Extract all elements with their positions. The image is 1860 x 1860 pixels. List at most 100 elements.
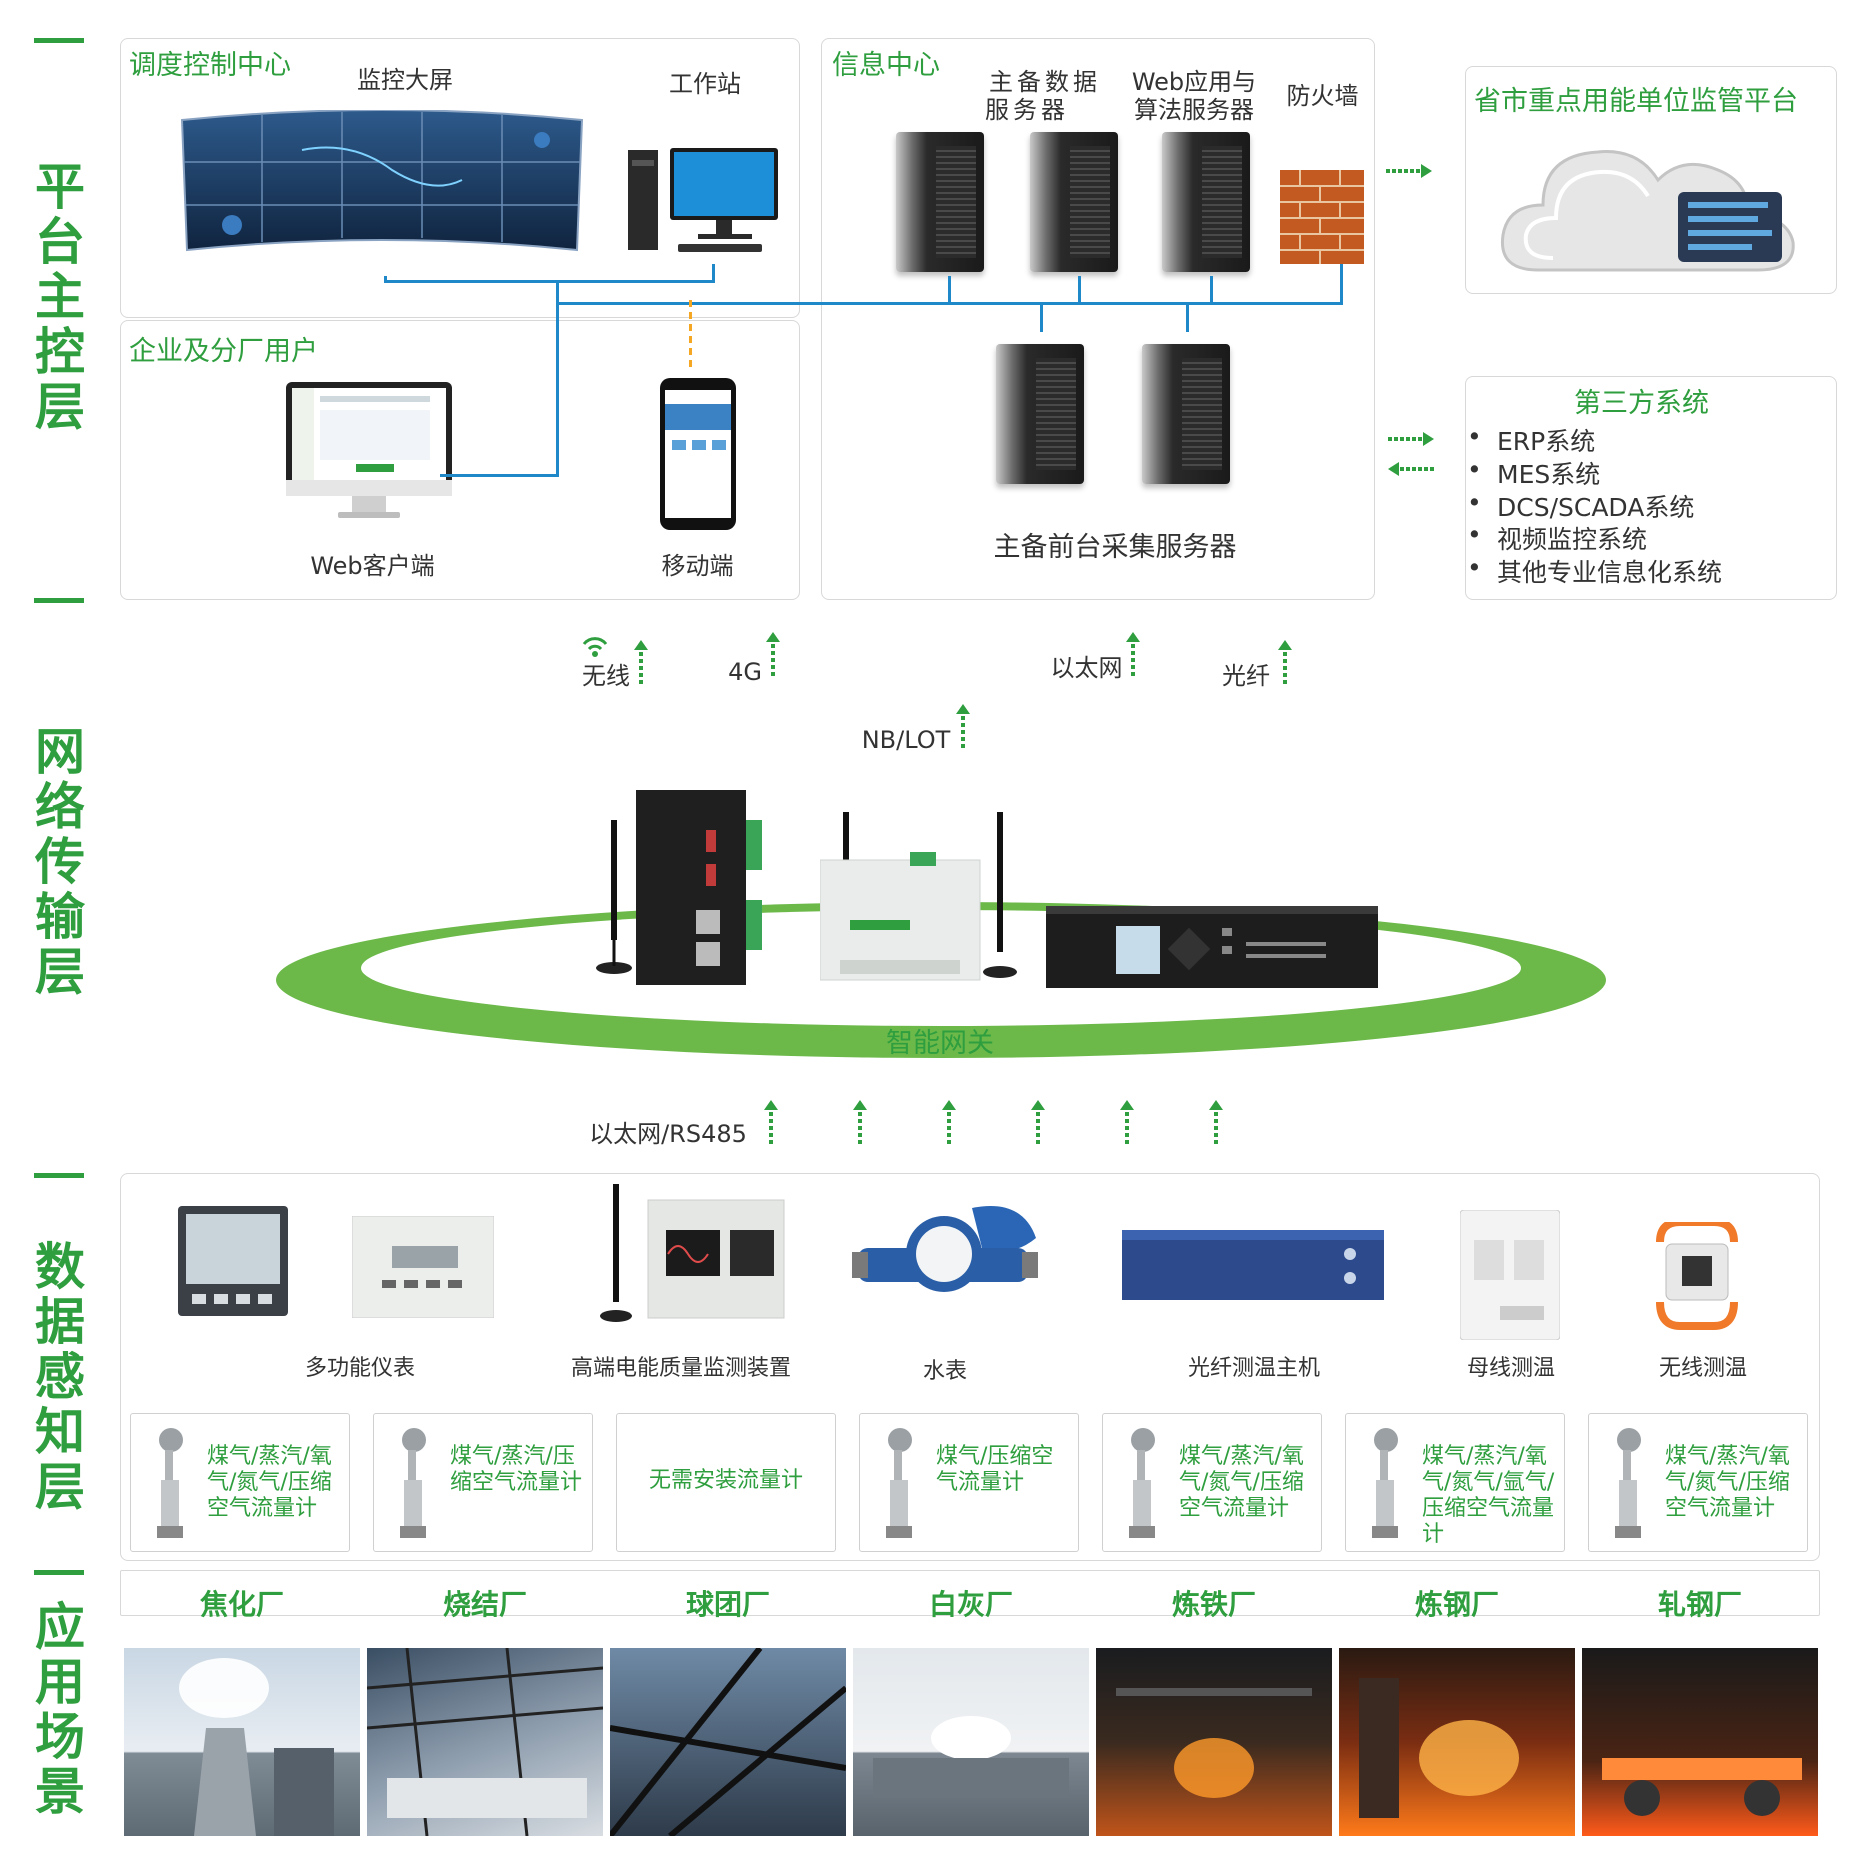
flowmeter-icon — [1615, 1428, 1641, 1538]
device-label: 水表 — [922, 1359, 967, 1384]
pellet-plant-image — [610, 1648, 846, 1836]
network-line — [1210, 276, 1213, 305]
uplink-arrow — [634, 640, 648, 685]
firewall-label: 防火墙 — [1286, 82, 1359, 110]
db-server-icon — [1030, 132, 1118, 272]
db-server-icon — [896, 132, 984, 272]
flowmeter-label: 煤气/蒸汽/氧气/氮气/压缩空气流量计 — [1665, 1444, 1790, 1521]
nb-lot-label: NB/LOT — [861, 726, 951, 754]
flowmeter-icon — [400, 1428, 426, 1538]
arrow-to-provincial — [1386, 164, 1432, 178]
uplink-arrow — [853, 1100, 867, 1145]
info-center-title: 信息中心 — [832, 50, 940, 81]
third-party-item: 视频监控系统 — [1467, 520, 1647, 556]
flowmeter-label: 煤气/蒸汽/氧气/氮气/压缩空气流量计 — [207, 1444, 332, 1521]
flowmeter-label: 煤气/蒸汽/氧气/氮气/氩气/压缩空气流量计 — [1422, 1444, 1555, 1547]
uplink-arrow — [764, 1100, 778, 1145]
wifi-icon — [582, 637, 608, 657]
rack-gateway-icon — [1046, 906, 1378, 988]
plant-names-bar — [120, 1570, 1820, 1616]
steelmaking-plant-image — [1339, 1648, 1575, 1836]
flowmeter-label: 无需安装流量计 — [648, 1468, 803, 1493]
water-meter-icon — [852, 1206, 1038, 1292]
layer-title-perception: 数据感知层 — [35, 1238, 85, 1516]
third-party-item: ERP系统 — [1467, 422, 1595, 458]
din-gateway-icon — [820, 812, 1017, 981]
flowmeter-icon — [1129, 1428, 1155, 1538]
layer-title-platform: 平台主控层 — [35, 158, 85, 436]
network-line — [556, 280, 559, 476]
frontend-servers-label: 主备前台采集服务器 — [993, 532, 1237, 563]
wireless-label: 无线 — [582, 662, 630, 690]
cloud-icon — [1500, 150, 1795, 272]
device-label: 光纤测温主机 — [1187, 1356, 1320, 1381]
dispatch-center-title: 调度控制中心 — [129, 50, 291, 81]
frontend-server-icon — [996, 344, 1084, 484]
flowmeter-icon — [157, 1428, 183, 1538]
lime-plant-image — [853, 1648, 1089, 1836]
wireless-link-line — [689, 300, 692, 372]
network-line — [1078, 276, 1081, 305]
plant-name: 炼钢厂 — [1414, 1588, 1499, 1621]
flowmeter-card: 煤气/压缩空气流量计 — [859, 1413, 1079, 1552]
flowmeter-icon — [1372, 1428, 1398, 1538]
big-screen-label: 监控大屏 — [357, 66, 453, 94]
web-server-label-line1: Web应用与 — [1131, 68, 1257, 96]
flowmeter-label: 煤气/蒸汽/氧气/氮气/压缩空气流量计 — [1179, 1444, 1304, 1521]
plant-name: 球团厂 — [685, 1588, 770, 1621]
device-label: 高端电能质量监测装置 — [570, 1356, 791, 1381]
uplink-arrow — [766, 632, 780, 677]
flowmeter-label: 煤气/蒸汽/压缩空气流量计 — [450, 1444, 583, 1495]
device-label: 无线测温 — [1658, 1356, 1747, 1381]
workstation-icon — [628, 148, 778, 252]
industrial-gateway-icon — [596, 790, 762, 985]
uplink-arrow — [1209, 1100, 1223, 1145]
uplink-arrow — [1126, 632, 1140, 677]
fiber-label: 光纤 — [1222, 662, 1270, 690]
flowmeter-card: 煤气/蒸汽/压缩空气流量计 — [373, 1413, 593, 1552]
uplink-arrow — [1031, 1100, 1045, 1145]
web-client-label: Web客户端 — [310, 552, 435, 580]
uplink-arrow — [1278, 640, 1292, 685]
network-line — [1040, 302, 1043, 332]
arrow-to-third-party — [1388, 432, 1434, 446]
network-line — [948, 276, 951, 305]
third-party-title: 第三方系统 — [1574, 388, 1709, 419]
network-line — [1340, 264, 1343, 305]
layer-divider — [34, 1570, 84, 1575]
workstation-label: 工作站 — [669, 70, 741, 98]
layer-divider — [34, 1173, 84, 1178]
web-server-label-line2: 算法服务器 — [1134, 96, 1254, 124]
uplink-arrow — [956, 704, 970, 749]
network-line — [1186, 302, 1189, 332]
busbar-temp-icon — [1460, 1210, 1560, 1340]
bus-label: 以太网/RS485 — [589, 1120, 747, 1148]
flowmeter-icon — [886, 1428, 912, 1538]
smartphone-icon — [660, 378, 736, 530]
enterprise-users-title: 企业及分厂用户 — [129, 336, 318, 367]
gateway-label: 智能网关 — [886, 1028, 994, 1059]
info-center-panel: 信息中心 — [821, 38, 1375, 600]
ironmaking-plant-image — [1096, 1648, 1332, 1836]
layer-title-application: 应用场景 — [35, 1598, 85, 1821]
device-label: 多功能仪表 — [304, 1356, 415, 1381]
flowmeter-card: 煤气/蒸汽/氧气/氮气/压缩空气流量计 — [1102, 1413, 1322, 1552]
db-server-label-line2: 服务器 — [985, 96, 1069, 124]
network-line — [712, 264, 715, 283]
4g-label: 4G — [728, 658, 762, 686]
firewall-icon — [1280, 170, 1364, 264]
db-server-label-line1: 主备数据 — [989, 68, 1101, 96]
layer-divider — [34, 38, 84, 43]
frontend-server-icon — [1142, 344, 1230, 484]
desktop-monitor-icon — [286, 382, 452, 518]
video-wall-icon — [180, 110, 584, 252]
third-party-item: 其他专业信息化系统 — [1467, 553, 1722, 589]
multifunction-meter-icon — [178, 1206, 288, 1316]
arrow-from-third-party — [1388, 462, 1434, 476]
third-party-item: DCS/SCADA系统 — [1467, 488, 1694, 524]
network-line — [384, 276, 387, 283]
layer-title-network: 网络传输层 — [35, 723, 85, 1001]
flowmeter-card: 煤气/蒸汽/氧气/氮气/氩气/压缩空气流量计 — [1345, 1413, 1565, 1552]
flowmeter-card: 无需安装流量计 — [616, 1413, 836, 1552]
fiber-temp-host-icon — [1122, 1230, 1384, 1300]
